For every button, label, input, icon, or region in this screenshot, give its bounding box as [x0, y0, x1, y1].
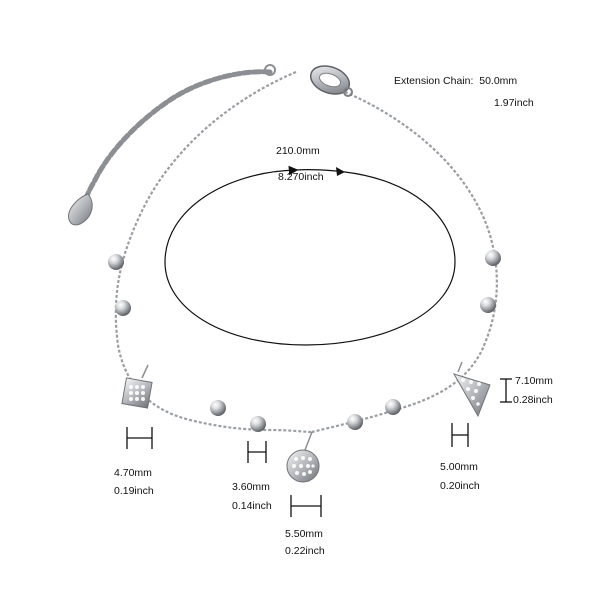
- triangle-height-inch: 0.28inch: [513, 394, 553, 406]
- jump-ring: [264, 64, 276, 76]
- dimension-bracket-square: [126, 427, 153, 449]
- extension-chain-label: Extension Chain: 50.0mm: [394, 75, 518, 87]
- dimension-bracket-triangle-height: [500, 378, 512, 403]
- circle-charm-inch: 0.22inch: [285, 545, 325, 557]
- chain-right-strand: [311, 90, 498, 434]
- triangle-charm: [452, 361, 491, 418]
- circumference-ellipse: [164, 169, 456, 346]
- bead: [347, 414, 363, 430]
- circumference-inch: 8.270inch: [278, 171, 324, 183]
- small-charm-inch: 0.14inch: [232, 500, 272, 512]
- chain-left-strand: [114, 70, 313, 434]
- dimension-bracket-circle: [290, 495, 322, 517]
- square-charm: [121, 364, 153, 409]
- circle-charm: [286, 431, 320, 483]
- bead: [480, 297, 496, 313]
- circle-charm-mm: 5.50mm: [285, 528, 323, 540]
- triangle-width-mm: 5.00mm: [440, 461, 478, 473]
- bead: [115, 300, 131, 316]
- bead: [108, 254, 124, 270]
- extension-chain: [81, 69, 273, 208]
- arrow-head-icon: [336, 167, 345, 176]
- bead: [210, 400, 226, 416]
- dimension-bracket-small: [247, 441, 267, 463]
- extension-chain-inch: 1.97inch: [494, 97, 534, 109]
- triangle-height-mm: 7.10mm: [515, 375, 553, 387]
- square-charm-mm: 4.70mm: [114, 467, 152, 479]
- extension-chain-mm: 50.0mm: [479, 75, 518, 87]
- square-charm-inch: 0.19inch: [114, 485, 154, 497]
- dimension-bracket-triangle-width: [451, 423, 469, 447]
- teardrop-charm: [67, 193, 93, 226]
- bead: [485, 250, 501, 266]
- small-charm-mm: 3.60mm: [232, 481, 270, 493]
- circumference-mm: 210.0mm: [276, 145, 320, 157]
- bead: [385, 399, 401, 415]
- lobster-clasp: [309, 65, 353, 97]
- bead: [250, 416, 266, 432]
- triangle-width-inch: 0.20inch: [440, 480, 480, 492]
